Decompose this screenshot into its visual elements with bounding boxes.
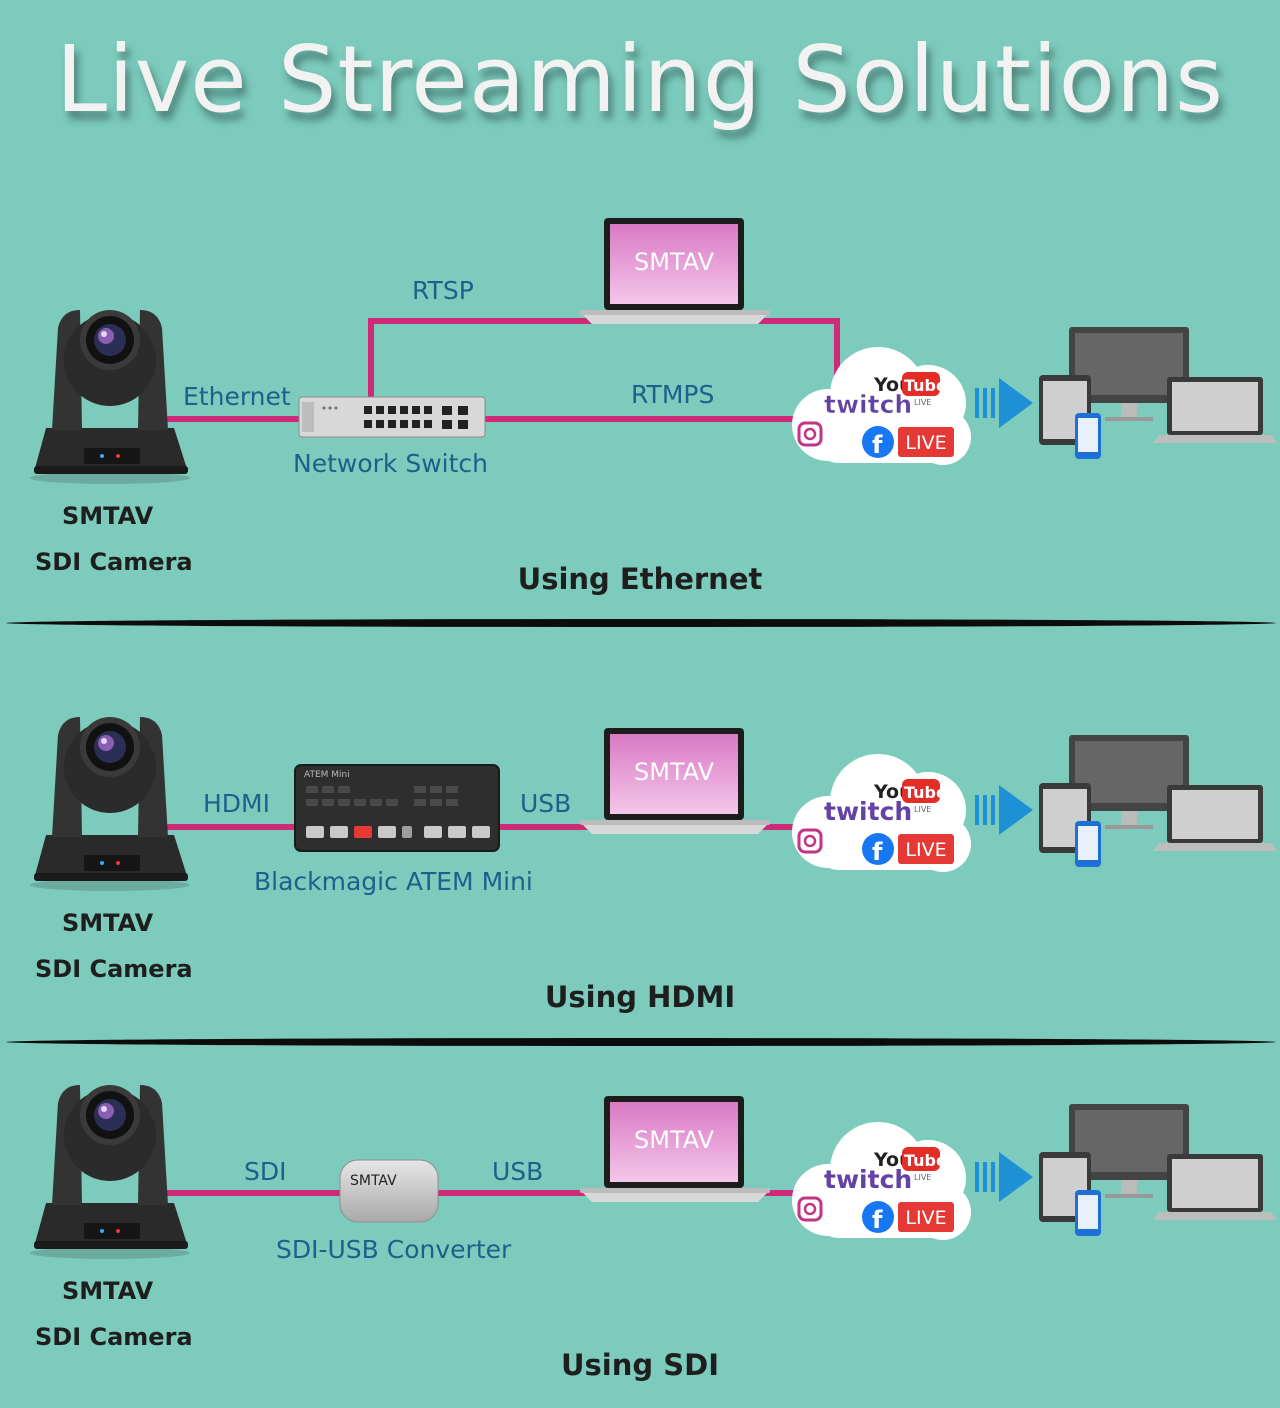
laptop-icon: SMTAV — [580, 728, 770, 838]
camera-brand-label: SMTAV — [62, 502, 154, 530]
page-title: Live Streaming Solutions — [55, 26, 1225, 133]
laptop-brand-text: SMTAV — [634, 248, 715, 276]
atem-device-text: ATEM Mini — [304, 770, 350, 780]
cable-atem-to-laptop — [496, 824, 616, 830]
camera-brand-label: SMTAV — [62, 1277, 154, 1305]
network-switch-label: Network Switch — [293, 449, 488, 478]
ptz-camera-icon — [22, 1075, 197, 1260]
arrow-right-icon — [975, 378, 1035, 428]
cable-switch-to-cloud — [480, 416, 810, 422]
hdmi-label: HDMI — [203, 789, 270, 818]
streaming-cloud-icon: You Tube twitch LIVE f LIVE — [788, 345, 976, 470]
live-badge-text: LIVE — [905, 1207, 946, 1229]
converter-brand-text: SMTAV — [350, 1173, 397, 1189]
streaming-cloud-icon: You Tube twitch LIVE f LIVE — [788, 752, 976, 877]
laptop-brand-text: SMTAV — [634, 1126, 715, 1154]
laptop-icon: SMTAV — [580, 218, 770, 328]
svg-text:f: f — [872, 431, 883, 459]
rtmps-label: RTMPS — [631, 380, 715, 409]
arrow-right-icon — [975, 1152, 1035, 1202]
divider-1 — [6, 619, 1276, 627]
camera-name-label: SDI Camera — [35, 955, 193, 983]
cable-rtsp-down — [834, 318, 840, 378]
twitch-live-text: LIVE — [914, 1173, 931, 1182]
converter-icon: SMTAV — [338, 1158, 440, 1224]
cable-laptop-to-cloud — [750, 1190, 810, 1196]
divider-2 — [6, 1038, 1276, 1046]
twitch-live-text: LIVE — [914, 805, 931, 814]
sdi-usb-converter-label: SDI-USB Converter — [276, 1235, 512, 1264]
section-title-hdmi: Using HDMI — [544, 980, 736, 1014]
cable-camera-to-converter — [160, 1190, 345, 1196]
devices-icon — [1035, 1102, 1280, 1242]
network-switch-icon — [298, 396, 486, 438]
twitch-text: twitch — [824, 390, 912, 419]
cable-laptop-to-cloud — [750, 824, 810, 830]
section-title-sdi: Using SDI — [561, 1348, 719, 1382]
youtube-tube-text: Tube — [904, 783, 947, 802]
streaming-cloud-icon: You Tube twitch LIVE f LIVE — [788, 1120, 976, 1245]
camera-brand-label: SMTAV — [62, 909, 154, 937]
camera-name-label: SDI Camera — [35, 548, 193, 576]
twitch-text: twitch — [824, 797, 912, 826]
twitch-live-text: LIVE — [914, 398, 931, 407]
laptop-brand-text: SMTAV — [634, 758, 715, 786]
arrow-right-icon — [975, 785, 1035, 835]
ptz-camera-icon — [22, 300, 197, 485]
live-badge-text: LIVE — [905, 839, 946, 861]
youtube-tube-text: Tube — [904, 1151, 947, 1170]
devices-icon — [1035, 733, 1280, 873]
sdi-label: SDI — [244, 1157, 287, 1186]
cable-camera-to-switch — [160, 416, 305, 422]
cable-camera-to-atem — [160, 824, 300, 830]
ethernet-label: Ethernet — [183, 382, 291, 411]
twitch-text: twitch — [824, 1165, 912, 1194]
rtsp-label: RTSP — [412, 276, 474, 305]
usb-label: USB — [520, 789, 572, 818]
youtube-tube-text: Tube — [904, 376, 947, 395]
camera-name-label: SDI Camera — [35, 1323, 193, 1351]
ptz-camera-icon — [22, 707, 197, 892]
section-hdmi: SMTAV SDI Camera HDMI USB ATEM Mini — [22, 707, 1280, 1014]
cable-converter-to-laptop — [435, 1190, 615, 1196]
cable-rtsp-up — [368, 318, 374, 402]
section-title-ethernet: Using Ethernet — [517, 562, 763, 596]
laptop-icon: SMTAV — [580, 1096, 770, 1206]
usb-label: USB — [492, 1157, 544, 1186]
section-ethernet: SMTAV SDI Camera Ethernet RTSP RTMPS Net… — [0, 0, 1280, 620]
atem-mini-label: Blackmagic ATEM Mini — [254, 867, 533, 896]
svg-text:f: f — [872, 838, 883, 866]
svg-text:f: f — [872, 1206, 883, 1234]
devices-icon — [1035, 325, 1280, 465]
live-badge-text: LIVE — [905, 432, 946, 454]
atem-mini-icon: ATEM Mini — [294, 764, 500, 852]
